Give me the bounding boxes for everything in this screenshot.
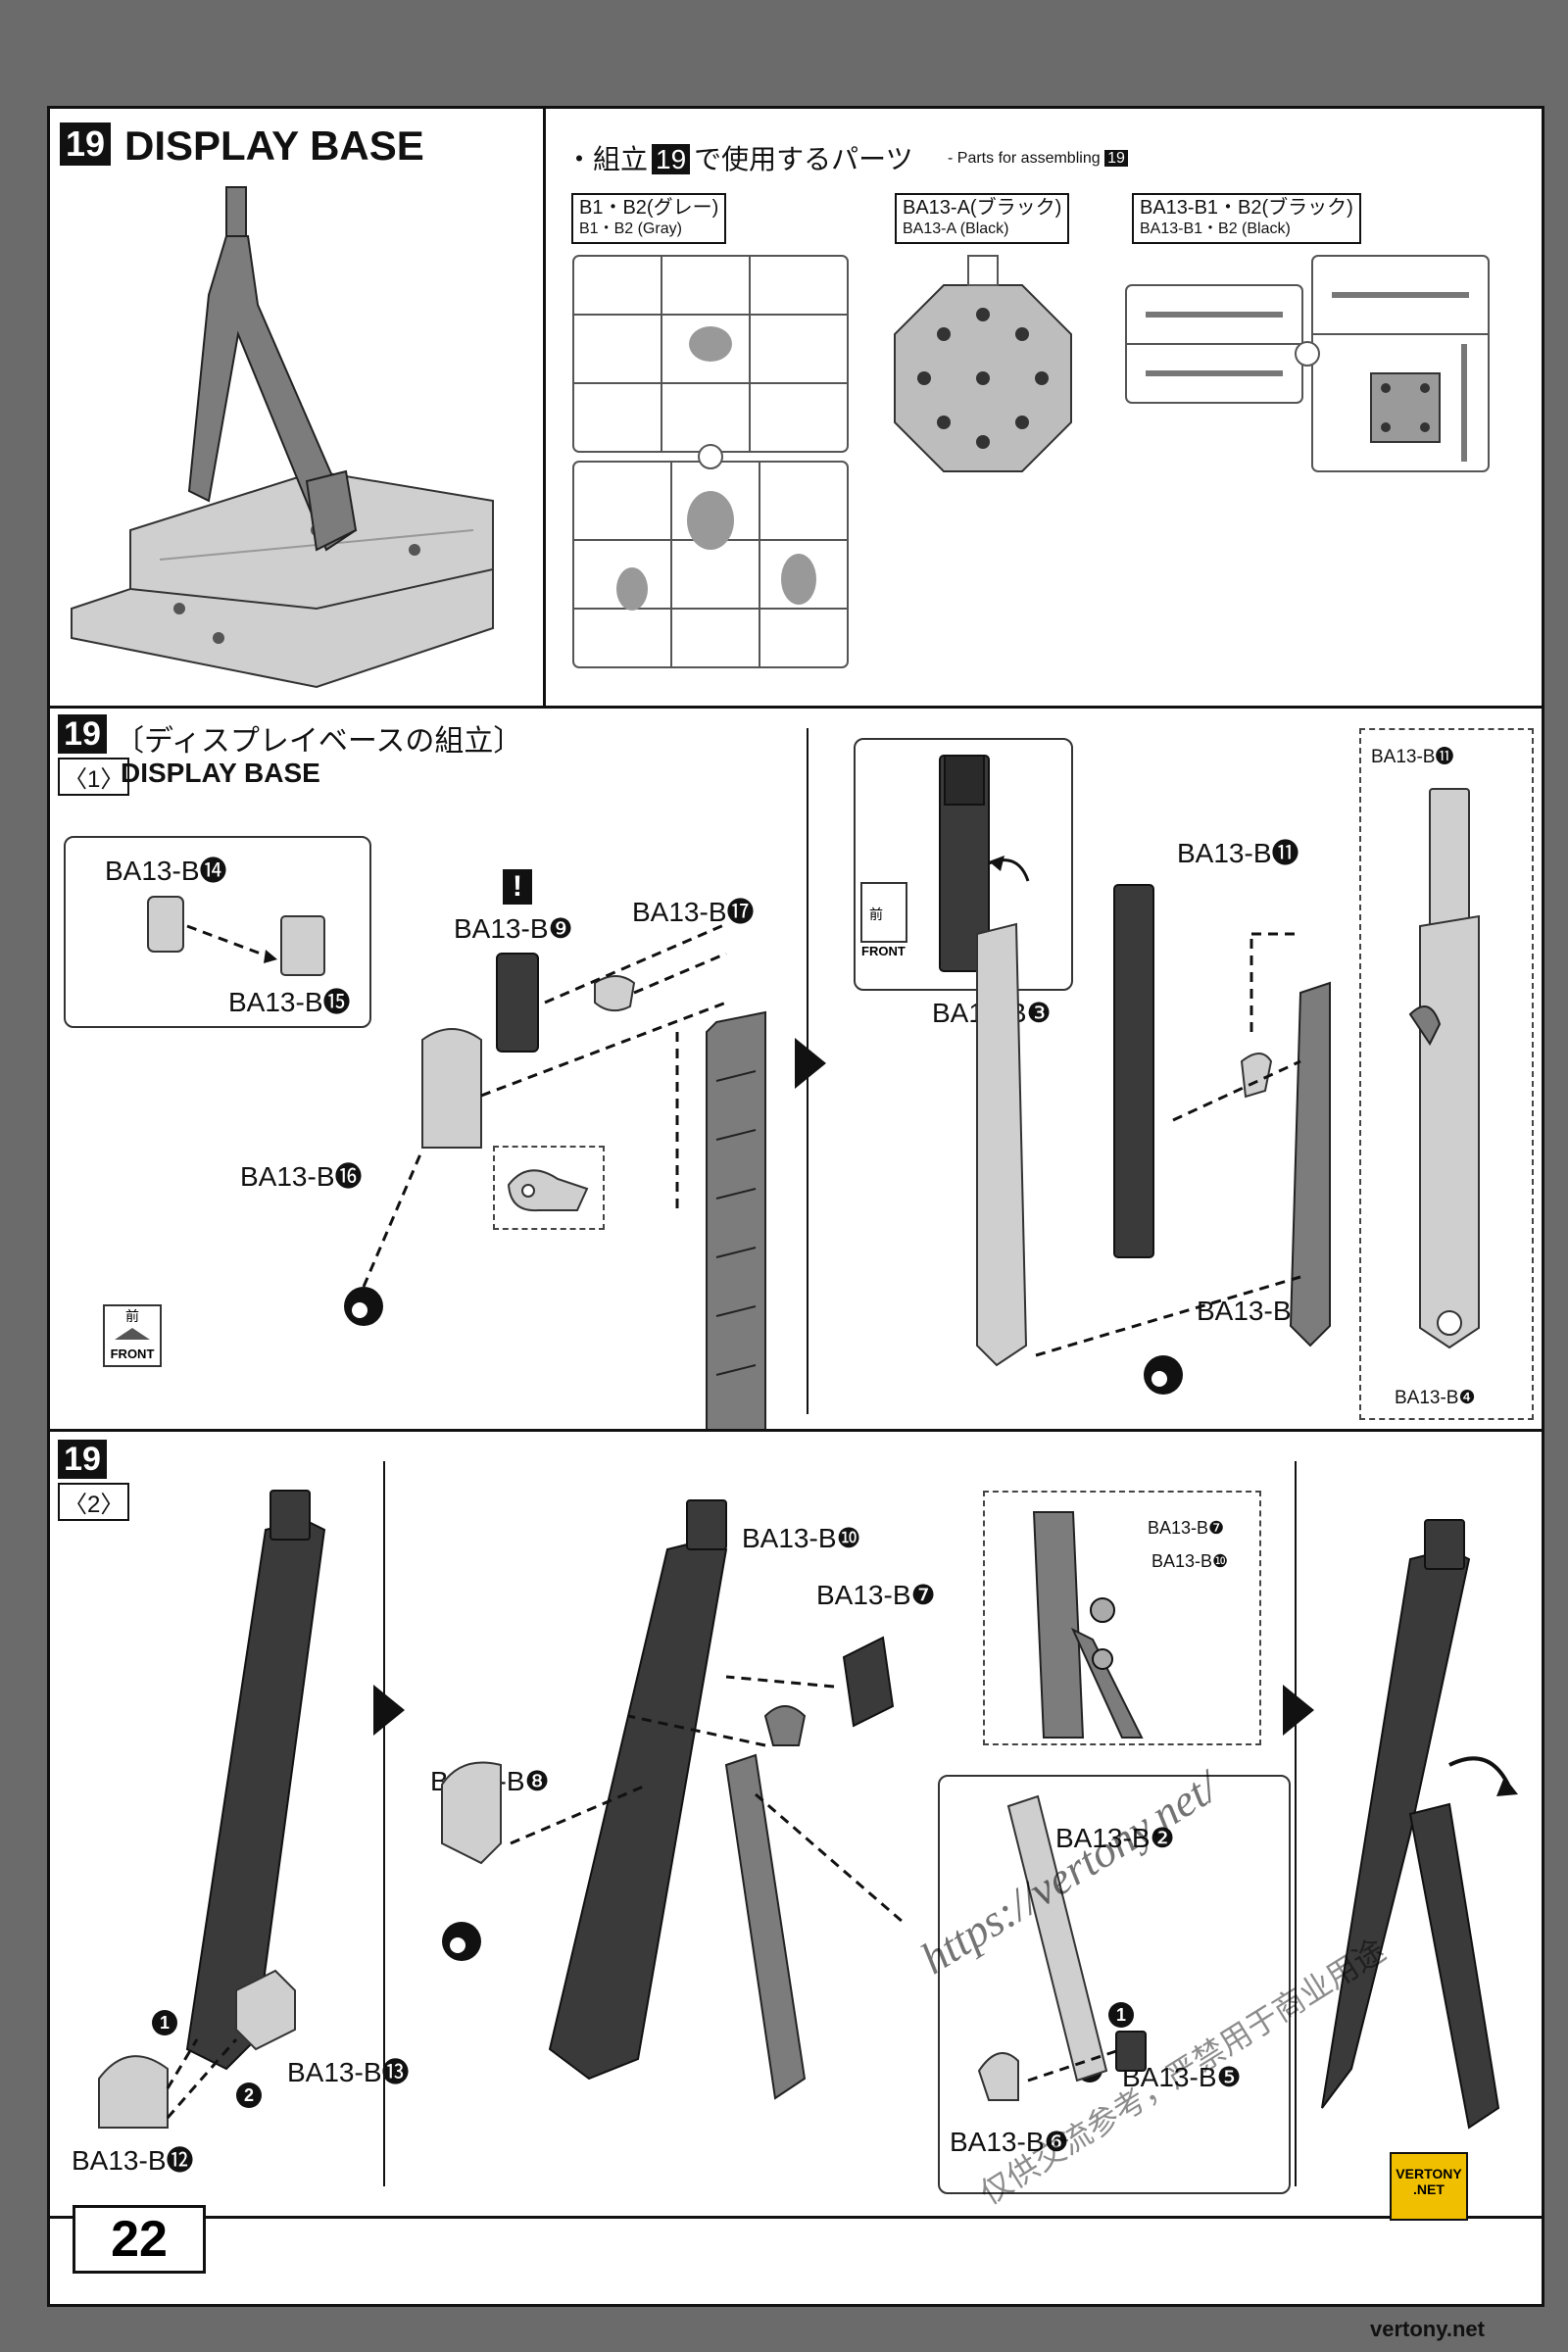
inset-front-jp: 前 bbox=[869, 906, 883, 922]
inset-b11-b4-assembled: BA13-B⓫ BA13-B❹ bbox=[1359, 728, 1534, 1420]
substep-2-sub-number: 〈2〉 bbox=[58, 1483, 130, 1521]
order-1-badge: 1 bbox=[152, 2010, 177, 2035]
front-arrow-icon bbox=[115, 1328, 150, 1340]
label-ba13-b14: BA13-B⓮ bbox=[105, 856, 227, 886]
runner-label-b1-b2: B1・B2(グレー) B1・B2 (Gray) bbox=[571, 193, 727, 244]
substep-1-sub-number: 〈1〉 bbox=[58, 758, 130, 796]
label-ba13-b10-detail: BA13-B❿ bbox=[1152, 1551, 1229, 1571]
assembly-2-right-illustration bbox=[1321, 1519, 1518, 2130]
inset-b9-detail bbox=[493, 1146, 605, 1230]
front-view-detail-illustration bbox=[860, 755, 1030, 972]
substep-2-panel: 19 〈2〉 BA13-B⓬ BA13-B⓭ 1 2 BA13-B❿ BA13-… bbox=[47, 1429, 1544, 2219]
label-ba13-b16: BA13-B⓰ bbox=[240, 1161, 363, 1192]
next-arrow-icon bbox=[795, 1038, 826, 1089]
label-ba13-b11-detail: BA13-B⓫ bbox=[1371, 747, 1454, 767]
warning-icon: ! bbox=[503, 869, 532, 905]
order-2-badge: 2 bbox=[236, 2082, 262, 2108]
parts-heading-step: 19 bbox=[652, 144, 691, 174]
label-ba13-b7-detail: BA13-B❼ bbox=[1148, 1518, 1225, 1538]
substep-1-title-en: DISPLAY BASE bbox=[121, 758, 320, 788]
substep-1-step-number: 19 bbox=[58, 714, 107, 754]
assembly-2-left-illustration bbox=[98, 1490, 326, 2129]
page-number: 22 bbox=[73, 2205, 206, 2274]
display-base-title-panel: 19 DISPLAY BASE bbox=[47, 106, 549, 711]
part-b9-detail-illustration bbox=[507, 1169, 589, 1212]
runner-label-ba13-a: BA13-A(ブラック) BA13-A (Black) bbox=[895, 193, 1070, 244]
label-ba13-b10: BA13-B❿ bbox=[742, 1523, 861, 1553]
front-en: FRONT bbox=[110, 1347, 155, 1361]
substep-1-panel: 19 〔ディスプレイベースの組立〕 〈1〉 DISPLAY BASE BA13-… bbox=[47, 706, 1544, 1450]
label-ba13-b12: BA13-B⓬ bbox=[72, 2145, 194, 2176]
page-title: DISPLAY BASE bbox=[124, 122, 424, 169]
b11-b4-assembled-illustration bbox=[1408, 788, 1480, 1349]
b2-b5-b6-illustration bbox=[977, 1794, 1147, 2101]
substep-2-step-number: 19 bbox=[58, 1440, 107, 1479]
substep-1-title-jp: 〔ディスプレイベースの組立〕 bbox=[115, 725, 523, 758]
inset-front-en: FRONT bbox=[861, 944, 906, 958]
step-number-badge: 19 bbox=[60, 122, 111, 166]
inset-b2-b5-b6: BA13-B❷ BA13-B❺ BA13-B❻ 1 2 bbox=[938, 1775, 1291, 2194]
assembly-2-middle-illustration bbox=[441, 1499, 904, 2100]
label-ba13-b17: BA13-B⓱ bbox=[632, 897, 755, 927]
b7-b10-detail-illustration bbox=[1032, 1511, 1144, 1739]
label-ba13-b15: BA13-B⓯ bbox=[228, 987, 351, 1017]
label-ba13-b4-detail: BA13-B❹ bbox=[1395, 1388, 1476, 1408]
label-ba13-b2: BA13-B❷ bbox=[1055, 1823, 1175, 1853]
assembly-1-right-illustration bbox=[976, 884, 1331, 1395]
inset-b7-b10-detail: BA13-B❼ BA13-B❿ bbox=[983, 1491, 1261, 1745]
runner-label-ba13-b: BA13-B1・B2(ブラック) BA13-B1・B2 (Black) bbox=[1132, 193, 1361, 244]
runner-ba13-a-illustration bbox=[894, 255, 1072, 472]
runner-ba13-b-illustration bbox=[1125, 255, 1490, 472]
front-jp: 前 bbox=[125, 1308, 139, 1324]
runner-b1-b2-illustration bbox=[572, 255, 849, 668]
substep-2-divider-1 bbox=[383, 1461, 385, 2186]
logo-top-text: VERTONY bbox=[1396, 2166, 1462, 2181]
label-ba13-b11: BA13-B⓫ bbox=[1177, 838, 1299, 868]
label-ba13-b6: BA13-B❻ bbox=[950, 2127, 1069, 2157]
front-indicator: 前 FRONT bbox=[103, 1304, 162, 1367]
label-ba13-b9: BA13-B❾ bbox=[454, 913, 573, 944]
order-1-badge-2: 1 bbox=[1108, 2002, 1134, 2028]
assembly-1-left-illustration bbox=[344, 922, 766, 1450]
substep-2-divider-2 bbox=[1295, 1461, 1297, 2186]
label-ba13-b7: BA13-B❼ bbox=[816, 1580, 936, 1610]
parts-b14-b15-illustration bbox=[147, 896, 325, 976]
inset-front-view bbox=[854, 738, 1073, 991]
footer-site: vertony.net bbox=[1370, 2317, 1485, 2341]
vertony-logo: VERTONY .NET bbox=[1390, 2152, 1468, 2221]
next-arrow-icon-3 bbox=[1283, 1685, 1314, 1736]
next-arrow-icon-2 bbox=[373, 1685, 405, 1736]
parts-heading-en: - Parts for assembling 19 bbox=[948, 150, 1128, 168]
label-ba13-b13: BA13-B⓭ bbox=[287, 2057, 410, 2087]
display-stand-illustration bbox=[71, 186, 494, 689]
logo-bottom-text: .NET bbox=[1413, 2181, 1445, 2197]
